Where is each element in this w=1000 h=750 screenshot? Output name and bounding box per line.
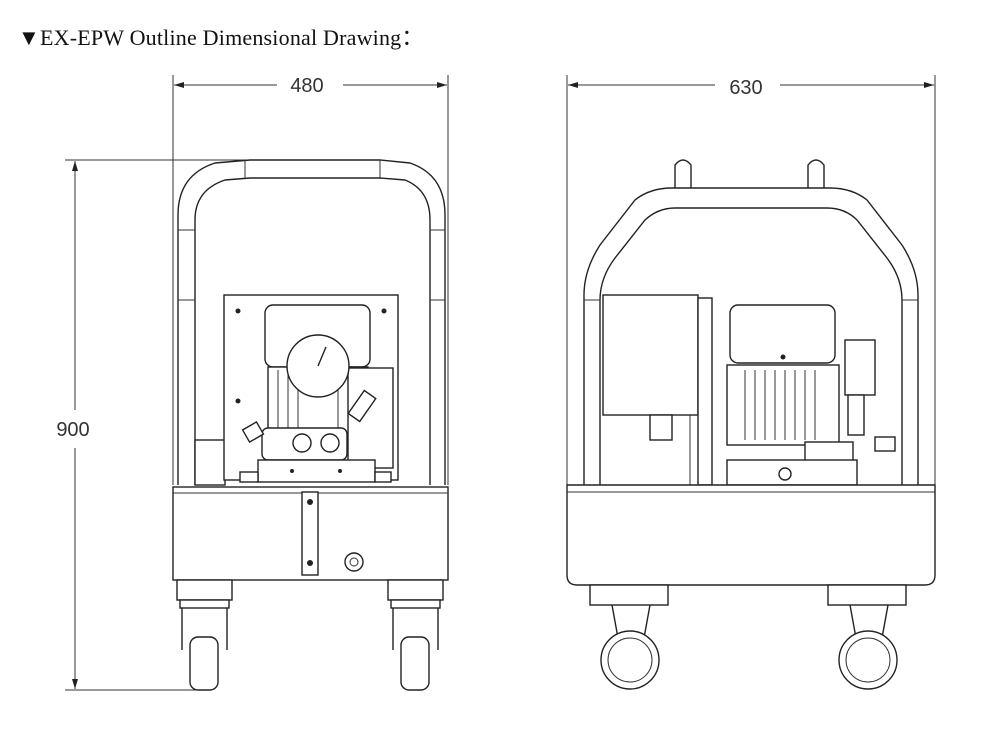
drawing-title: ▼EX-EPW Outline Dimensional Drawing： (18, 20, 424, 52)
width-label: 480 (290, 75, 323, 97)
width-label: 630 (729, 77, 762, 99)
wheel-left (600, 630, 660, 690)
drain-plug-icon (344, 552, 364, 572)
handle-frame (583, 159, 919, 485)
motor-panel (223, 294, 399, 483)
wheel-left (189, 636, 219, 691)
manifold (257, 459, 376, 483)
front-view: 480 900 (56, 75, 449, 691)
casters-side (589, 584, 907, 690)
side-box (194, 439, 226, 486)
height-label: 900 (56, 419, 89, 441)
electrical-box (602, 294, 713, 486)
triangle-marker-icon: ▼ (18, 25, 40, 50)
casters-front (176, 579, 444, 691)
tank-bracket (301, 491, 319, 576)
width-dimension-630: 630 (566, 75, 936, 485)
width-dimension-480: 480 (172, 75, 449, 485)
wheel-right (400, 636, 430, 691)
title-text: EX-EPW Outline Dimensional Drawing： (39, 25, 424, 50)
height-dimension-900: 900 (56, 159, 250, 691)
motor-side (726, 304, 896, 486)
oil-tank-side (566, 484, 936, 586)
handle-frame (177, 159, 446, 485)
oil-tank (172, 486, 449, 581)
wheel-right (838, 630, 898, 690)
side-view: 630 (566, 75, 936, 690)
